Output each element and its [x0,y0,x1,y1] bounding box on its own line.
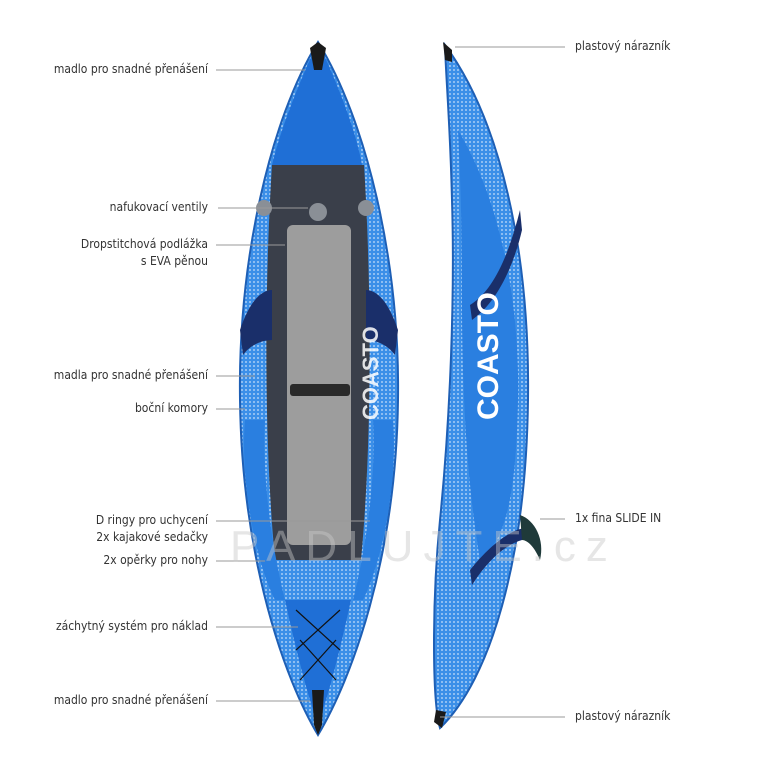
label-side-handles: madla pro snadné přenášení [53,368,208,382]
label-dropstitch-floor: Dropstitchová podlážka s EVA pěnou [81,236,208,270]
label-line-1: Dropstitchová podlážka [80,237,208,251]
kayak-side-view: COASTO [433,41,542,730]
label-fin: 1x fina SLIDE IN [575,511,662,525]
label-d-rings: D ringy pro uchycení 2x kajakové sedačky [96,512,208,546]
watermark: PADLUJTE.cz [230,522,618,571]
leader-lines [216,46,565,718]
label-line-2: 2x kajakové sedačky [96,530,208,544]
svg-text:COASTO: COASTO [358,326,383,420]
label-line-1: D ringy pro uchycení [95,513,208,527]
kayak-top-view [238,40,400,737]
label-footrests: 2x opěrky pro nohy [103,553,208,567]
label-valves: nafukovací ventily [109,200,208,214]
fin [520,515,542,560]
label-bumper-top: plastový nárazník [575,39,671,53]
label-cargo-system: záchytný systém pro náklad [55,619,208,633]
brand-logo: COASTO [472,292,505,420]
label-bumper-bottom: plastový nárazník [575,709,671,723]
label-handle-top: madlo pro snadné přenášení [53,62,208,76]
label-line-2: s EVA pěnou [140,254,208,268]
label-side-chambers: boční komory [134,401,208,415]
label-handle-bottom: madlo pro snadné přenášení [53,693,208,707]
